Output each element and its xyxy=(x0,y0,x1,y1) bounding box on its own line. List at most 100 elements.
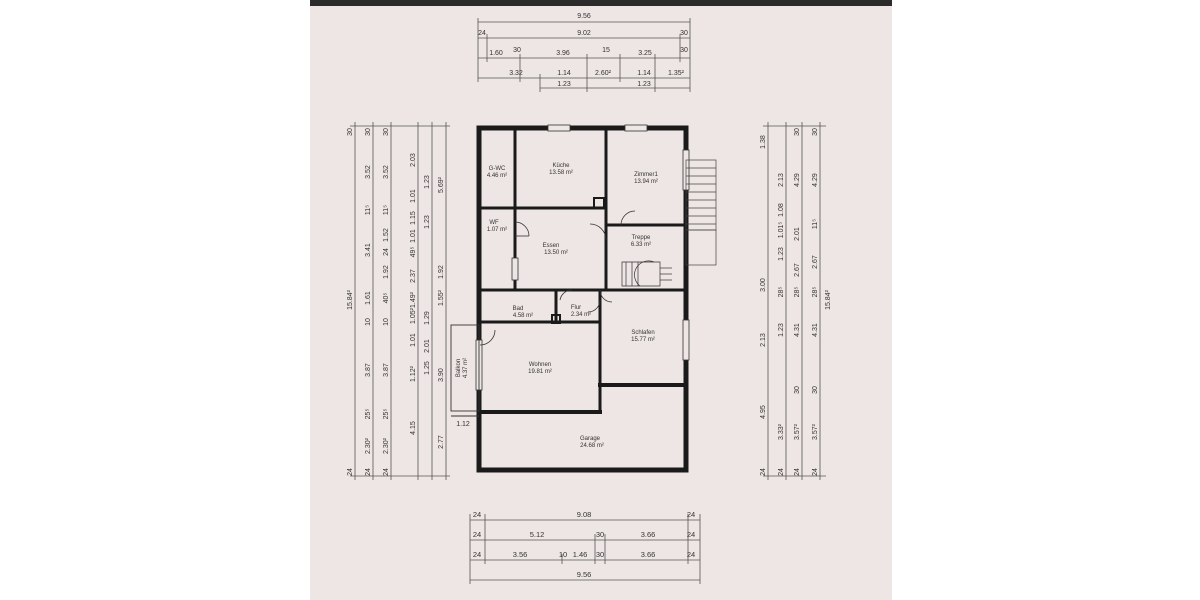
dim-top: 24 xyxy=(478,30,486,37)
dim-top: 1.23 xyxy=(637,81,651,88)
room-bad-name: Bad xyxy=(513,306,524,312)
dim-bottom: 9.08 xyxy=(577,510,592,519)
dim-left: 2.30² xyxy=(383,437,390,454)
dim-top: 30 xyxy=(680,30,688,37)
dim-right: 1.08 xyxy=(778,203,785,217)
dim-left: 2.30² xyxy=(365,437,372,454)
dim-right: 2.67 xyxy=(812,255,819,269)
dim-right: 30 xyxy=(812,386,819,394)
dim-left: 10 xyxy=(383,318,390,326)
dim-left: 1.15 xyxy=(410,211,417,225)
dim-bottom: 24 xyxy=(687,510,695,519)
dim-right: 30 xyxy=(812,128,819,136)
top-dimension-labels: 9.56 24 9.02 30 1.60 30 3.96 15 3.25 30 … xyxy=(478,13,688,88)
room-bad-area: 4.58 m² xyxy=(513,313,533,319)
room-zimmer1-area: 13.94 m² xyxy=(634,179,658,185)
dim-bottom: 3.56 xyxy=(513,550,528,559)
room-schlafen-area: 15.77 m² xyxy=(631,337,655,343)
dim-left: 3.41 xyxy=(365,243,372,257)
dim-left: 24 xyxy=(383,468,390,476)
room-essen-area: 13.50 m² xyxy=(544,250,568,256)
dim-left: 1.55² xyxy=(438,289,445,306)
dim-right: 2.13 xyxy=(778,173,785,187)
dim-bottom: 24 xyxy=(473,530,481,539)
room-treppe-area: 6.33 m² xyxy=(631,242,651,248)
chimney xyxy=(593,197,605,209)
dim-right: 1.23 xyxy=(778,247,785,261)
dim-left: 1.12² xyxy=(410,365,417,382)
dim-right: 24 xyxy=(760,468,767,476)
room-zimmer1-name: Zimmer1 xyxy=(634,172,658,178)
dim-top: 1.35² xyxy=(668,70,685,77)
dim-top: 30 xyxy=(680,47,688,54)
left-dimension-labels: 15.84² 30 24 30 3.52 11⁵ 3.41 1.61 10 3.… xyxy=(347,128,445,476)
dim-right: 3.00 xyxy=(760,278,767,292)
dim-right: 1.38 xyxy=(760,135,767,149)
room-treppe-name: Treppe xyxy=(632,235,651,241)
dim-top: 15 xyxy=(602,47,610,54)
room-garage-name: Garage xyxy=(580,436,601,442)
room-balkon-name: Balkon xyxy=(456,359,462,377)
dim-left: 25⁵ xyxy=(383,409,390,420)
dim-right: 2.13 xyxy=(760,333,767,347)
dim-left: 1.01 xyxy=(410,229,417,243)
dim-top: 30 xyxy=(513,47,521,54)
dim-left: 1.23 xyxy=(424,175,431,189)
dim-left: 3.87 xyxy=(383,363,390,377)
dim-right: 28⁵ xyxy=(794,287,801,298)
room-schlafen-name: Schlafen xyxy=(631,330,654,336)
room-balkon-area: 4.37 m² xyxy=(463,358,469,378)
dim-left: 49⁵ xyxy=(410,247,417,258)
dim-right: 11⁵ xyxy=(812,219,819,229)
dim-right: 3.57² xyxy=(812,423,819,440)
dim-top: 1.14 xyxy=(637,70,651,77)
room-essen-name: Essen xyxy=(543,243,560,249)
dim-left: 40⁵ xyxy=(383,293,390,304)
dim-top: 1.14 xyxy=(557,70,571,77)
dim-left: 4.15 xyxy=(410,421,417,435)
balcony-outline xyxy=(450,324,480,417)
dim-balcony: 1.12 xyxy=(456,421,470,428)
left-dimension-chain xyxy=(350,122,450,480)
shaft xyxy=(551,314,561,324)
dim-left: 2.77 xyxy=(438,435,445,449)
dim-left: 1.61 xyxy=(365,291,372,305)
dim-left: 2.03 xyxy=(410,153,417,167)
dim-left: 3.52 xyxy=(365,165,372,179)
dim-right: 4.29 xyxy=(812,173,819,187)
dim-right: 3.57² xyxy=(794,423,801,440)
dim-left: 1.52 xyxy=(383,228,390,242)
dim-bottom-overall: 9.56 xyxy=(577,570,592,579)
sheet-top-edge xyxy=(310,0,892,6)
dim-right: 24 xyxy=(812,468,819,476)
room-flur-area: 2.34 m² xyxy=(571,312,591,318)
room-kueche-name: Küche xyxy=(552,163,570,169)
dim-left: 24 xyxy=(347,468,354,476)
dim-top: 1.23 xyxy=(557,81,571,88)
dim-top-overall: 9.56 xyxy=(577,13,591,20)
dim-bottom: 30 xyxy=(596,550,604,559)
dim-bottom: 30 xyxy=(596,530,604,539)
dim-left: 3.52 xyxy=(383,165,390,179)
dim-top: 1.60 xyxy=(489,50,503,57)
dim-left: 3.90 xyxy=(438,368,445,382)
room-labels: G-WC 4.46 m² Küche 13.58 m² Zimmer1 13.9… xyxy=(456,163,658,449)
dim-right: 1.23 xyxy=(778,323,785,337)
dim-bottom: 24 xyxy=(473,510,481,519)
dim-bottom: 3.66 xyxy=(641,550,656,559)
staircase xyxy=(621,260,672,287)
dim-bottom: 3.66 xyxy=(641,530,656,539)
dim-left: 1.25 xyxy=(424,361,431,375)
right-dimension-labels: 1.38 3.00 2.13 4.95 24 2.13 1.08 1.01⁵ 1… xyxy=(760,128,832,476)
right-dimension-chain xyxy=(763,122,826,480)
dim-left: 3.87 xyxy=(365,363,372,377)
bottom-dimension-labels: 24 9.08 24 24 5.12 30 3.66 24 24 3.56 10… xyxy=(473,510,695,579)
dim-left: 1.01 xyxy=(410,333,417,347)
dim-bottom: 24 xyxy=(473,550,481,559)
dim-right: 4.95 xyxy=(760,405,767,419)
dim-left: 2.01 xyxy=(424,339,431,353)
dim-right: 30 xyxy=(794,386,801,394)
dim-right: 4.31 xyxy=(794,323,801,337)
bottom-dimension-chain xyxy=(469,514,701,584)
